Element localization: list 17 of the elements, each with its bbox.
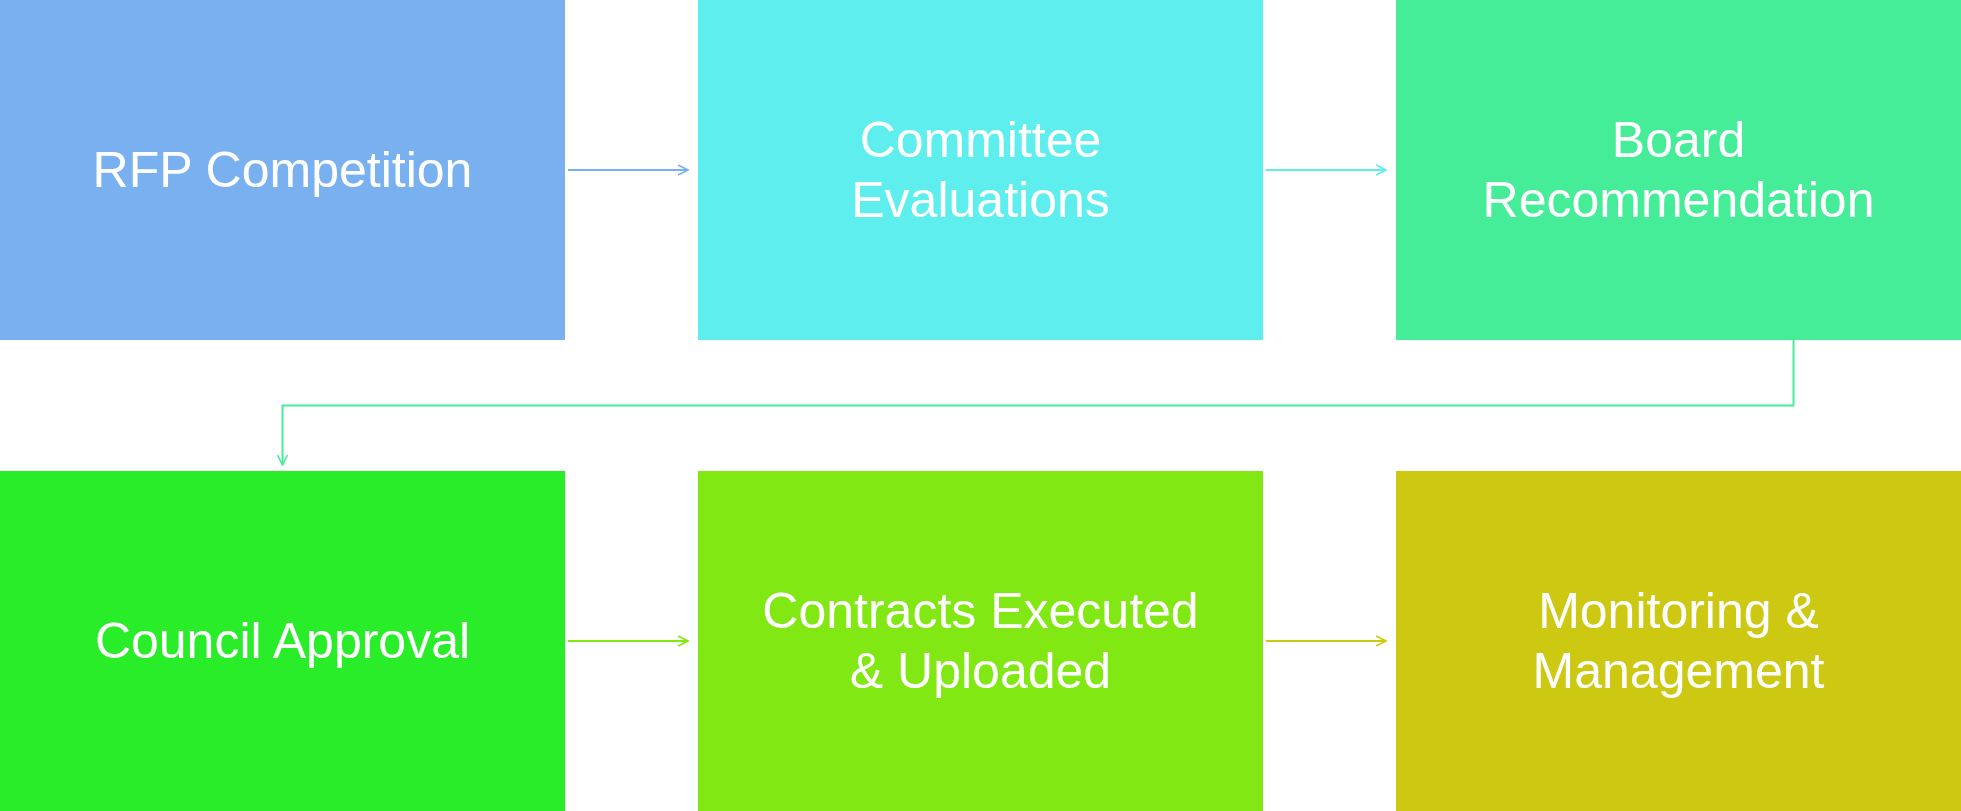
arrow	[276, 339, 1795, 466]
step-label: Committee Evaluations	[850, 111, 1111, 230]
step-label: Council Approval	[94, 612, 471, 671]
step-label: Board Recommendation	[1481, 111, 1876, 230]
arrow	[1265, 164, 1387, 176]
step-label: Monitoring & Management	[1531, 582, 1826, 701]
step-label: RFP Competition	[92, 141, 473, 200]
arrow	[1265, 635, 1387, 647]
process-box	[1396, 471, 1961, 811]
arrow	[567, 635, 689, 647]
process-box	[1396, 0, 1961, 340]
step-label: Contracts Executed & Uploaded	[761, 582, 1200, 701]
process-box	[0, 471, 565, 811]
process-box	[0, 0, 565, 340]
process-box	[698, 0, 1263, 340]
arrow	[567, 164, 689, 176]
process-box	[698, 471, 1263, 811]
